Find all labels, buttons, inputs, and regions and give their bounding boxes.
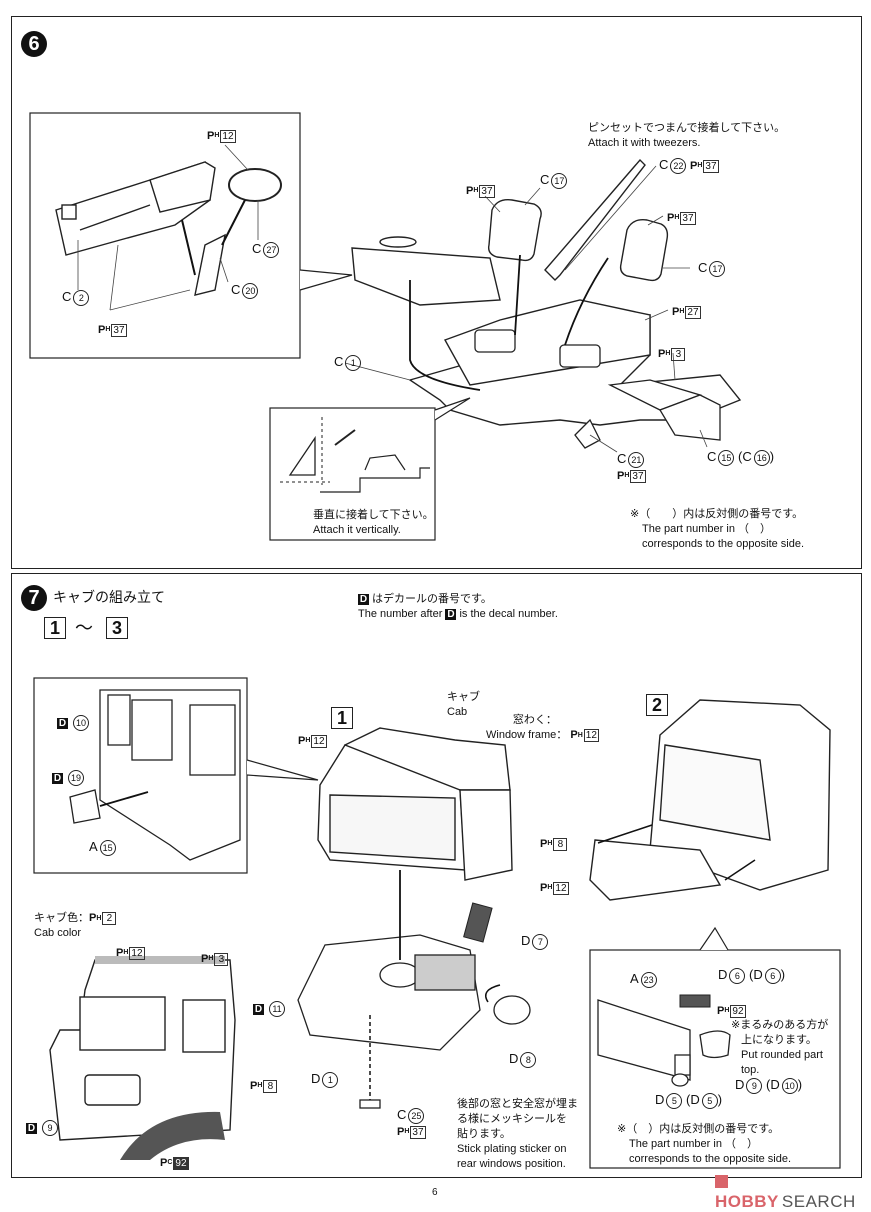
decal-d6-shape bbox=[679, 994, 711, 1008]
cab-body-2 bbox=[589, 699, 831, 901]
cab-rear-detail bbox=[69, 689, 241, 861]
inset-pointer bbox=[299, 269, 353, 291]
watermark-brand-a: HOBBY bbox=[715, 1192, 779, 1211]
dashboard-inset-box bbox=[29, 112, 301, 359]
step7-number: 7 bbox=[21, 585, 47, 611]
gear-shift bbox=[574, 418, 601, 449]
opposite-side-note-step7: ※（ ）内は反対側の番号です。The part number in （ ）cor… bbox=[617, 1123, 792, 1165]
dashboard-part bbox=[55, 161, 216, 256]
lamp-part bbox=[699, 1030, 731, 1059]
dashboard-assembled bbox=[351, 236, 501, 306]
seat-right bbox=[619, 219, 669, 282]
page-number: 6 bbox=[432, 1187, 438, 1198]
tweezers-note: ピンセットでつまんで接着して下さい。Attach it with tweezer… bbox=[588, 122, 786, 149]
hobby-search-logo-icon bbox=[715, 1175, 728, 1188]
steering-wheel bbox=[228, 168, 282, 202]
fender-shading bbox=[120, 1111, 225, 1160]
sub-step-1-box: 1 bbox=[331, 707, 353, 729]
c25-part bbox=[359, 1099, 381, 1109]
range-start-box: 1 bbox=[44, 617, 66, 639]
seat-left bbox=[487, 199, 542, 262]
tweezers-icon bbox=[544, 158, 646, 281]
plating-sticker-note: 後部の窓と安全窓が埋ま る様にメッキシールを 貼ります。 Stick plati… bbox=[457, 1098, 578, 1170]
steering-column bbox=[194, 233, 226, 296]
d5-part bbox=[671, 1073, 689, 1087]
sub-step-2-box: 2 bbox=[646, 694, 668, 716]
bumper-part bbox=[597, 999, 691, 1081]
range-end-box: 3 bbox=[106, 617, 128, 639]
decal-d7-shape bbox=[463, 902, 493, 943]
opposite-side-note-step6: ※（ ）内は反対側の番号です。The part number in （ ）cor… bbox=[630, 508, 805, 550]
vertical-note: 垂直に接着して下さい。Attach it vertically. bbox=[313, 509, 434, 536]
step6-number: 6 bbox=[21, 31, 47, 57]
range-tilde: ～ bbox=[75, 618, 93, 638]
cab-interior-part bbox=[297, 934, 481, 1051]
cab-body-1 bbox=[317, 727, 513, 881]
watermark-brand-b: SEARCH bbox=[781, 1192, 856, 1211]
step7-title: キャブの組み立て bbox=[53, 589, 165, 605]
beacon-light bbox=[493, 995, 531, 1025]
